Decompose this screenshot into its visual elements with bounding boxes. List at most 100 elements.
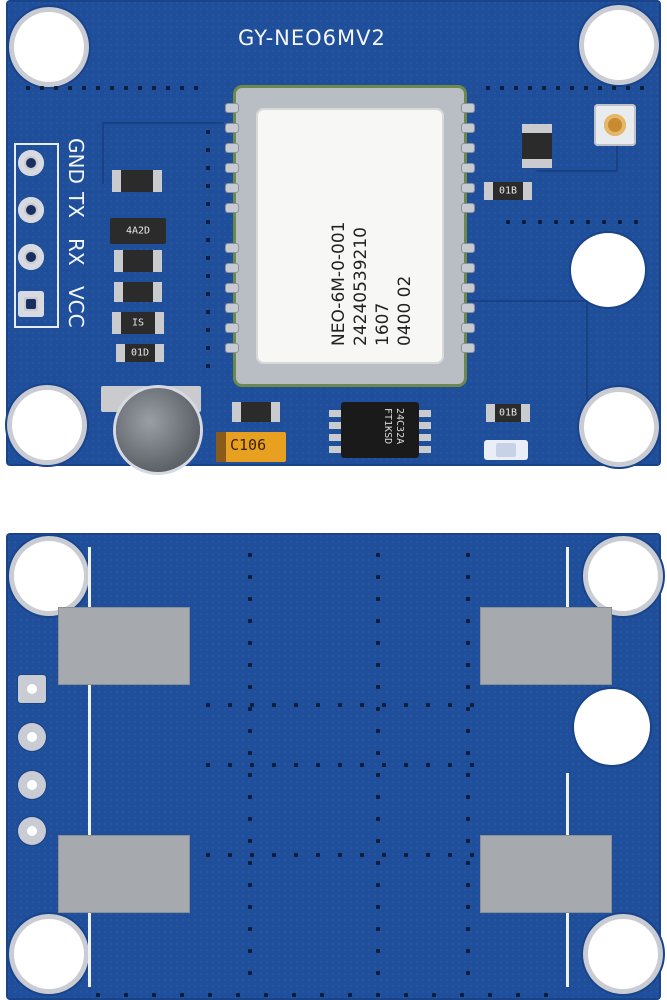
castellation-pad bbox=[462, 244, 474, 252]
resistor-label: 01B bbox=[498, 407, 518, 419]
antenna-mounting-hole-icon bbox=[574, 689, 650, 765]
via-dot bbox=[376, 685, 380, 689]
eeprom-label-1: 24C32A bbox=[394, 408, 405, 445]
eeprom-label-2: FT1KSD bbox=[382, 408, 393, 445]
via-dot bbox=[248, 971, 252, 975]
via-dot bbox=[618, 220, 622, 224]
via-dot bbox=[516, 993, 520, 997]
vcc-pin-icon[interactable] bbox=[18, 150, 44, 176]
shield-solder-pad bbox=[480, 607, 612, 685]
via-dot bbox=[404, 703, 408, 707]
castellation-pad bbox=[462, 204, 474, 212]
via-dot bbox=[460, 993, 464, 997]
via-dot bbox=[466, 795, 470, 799]
via-dot bbox=[208, 993, 212, 997]
antenna-connector-icon[interactable] bbox=[594, 104, 636, 146]
castellation-pad bbox=[462, 104, 474, 112]
castellation-pad bbox=[226, 164, 238, 172]
resistor: 01B bbox=[486, 404, 530, 422]
via-dot bbox=[206, 703, 210, 707]
castellation-pad bbox=[462, 144, 474, 152]
via-dot bbox=[488, 993, 492, 997]
via-dot bbox=[470, 703, 474, 707]
castellation-pad bbox=[226, 124, 238, 132]
via-dot bbox=[466, 729, 470, 733]
via-dot bbox=[248, 817, 252, 821]
capacitor: IS bbox=[112, 312, 164, 334]
via-dot bbox=[248, 707, 252, 711]
via-dot bbox=[206, 166, 210, 170]
via-dot bbox=[466, 663, 470, 667]
via-dot bbox=[598, 86, 602, 90]
via-dot bbox=[554, 220, 558, 224]
via-dot bbox=[360, 763, 364, 767]
mounting-hole-icon bbox=[584, 392, 654, 462]
via-dot bbox=[466, 597, 470, 601]
tx-pin-through-hole bbox=[18, 723, 46, 751]
castellation-pad bbox=[226, 144, 238, 152]
vcc-pin-through-hole bbox=[18, 817, 46, 845]
battery-icon bbox=[116, 388, 200, 472]
castellation-pad bbox=[226, 304, 238, 312]
castellation-pad bbox=[462, 164, 474, 172]
pin-label-vcc: VCC bbox=[64, 286, 88, 328]
via-dot bbox=[250, 763, 254, 767]
ic-pin bbox=[329, 422, 341, 429]
via-dot bbox=[376, 729, 380, 733]
via-dot bbox=[138, 86, 142, 90]
via-dot bbox=[376, 619, 380, 623]
via-dot bbox=[294, 853, 298, 857]
via-dot bbox=[248, 795, 252, 799]
via-dot bbox=[206, 292, 210, 296]
castellation-pad bbox=[462, 124, 474, 132]
via-dot bbox=[96, 993, 100, 997]
via-dot bbox=[426, 853, 430, 857]
mounting-hole-icon bbox=[14, 12, 84, 82]
gnd-pin-icon[interactable] bbox=[18, 291, 44, 317]
silkscreen-line bbox=[88, 547, 91, 987]
resistor-label: 01D bbox=[130, 347, 150, 359]
regulator-label: 4A2D bbox=[125, 225, 151, 237]
castellation-pad bbox=[226, 104, 238, 112]
via-dot bbox=[248, 553, 252, 557]
voltage-regulator: 4A2D bbox=[110, 218, 166, 244]
via-dot bbox=[294, 703, 298, 707]
rx-pin-icon[interactable] bbox=[18, 197, 44, 223]
board-model-label: GY-NEO6MV2 bbox=[238, 26, 386, 50]
capacitor bbox=[114, 282, 162, 302]
via-dot bbox=[194, 86, 198, 90]
pin-header-outline bbox=[14, 143, 59, 328]
resistor-label: 01B bbox=[498, 185, 518, 197]
via-dot bbox=[376, 905, 380, 909]
via-dot bbox=[248, 751, 252, 755]
mounting-hole-icon bbox=[14, 541, 84, 611]
antenna-mounting-hole-icon bbox=[571, 233, 645, 307]
via-dot bbox=[206, 364, 210, 368]
via-dot bbox=[348, 993, 352, 997]
mounting-hole-icon bbox=[12, 390, 82, 460]
via-dot bbox=[466, 707, 470, 711]
via-dot bbox=[228, 763, 232, 767]
ic-pin bbox=[419, 434, 431, 441]
via-dot bbox=[466, 861, 470, 865]
via-dot bbox=[448, 703, 452, 707]
via-dot bbox=[466, 553, 470, 557]
via-dot bbox=[376, 927, 380, 931]
via-dot bbox=[404, 993, 408, 997]
via-dot bbox=[180, 86, 184, 90]
via-dot bbox=[272, 703, 276, 707]
via-dot bbox=[248, 839, 252, 843]
via-dot bbox=[466, 575, 470, 579]
via-dot bbox=[466, 883, 470, 887]
resistor: 01B bbox=[484, 182, 532, 200]
via-dot bbox=[466, 839, 470, 843]
tx-pin-icon[interactable] bbox=[18, 244, 44, 270]
capacitor bbox=[522, 124, 552, 168]
via-dot bbox=[640, 86, 644, 90]
via-dot bbox=[570, 86, 574, 90]
via-dot bbox=[466, 751, 470, 755]
via-dot bbox=[206, 202, 210, 206]
via-dot bbox=[180, 993, 184, 997]
module-serial: 24240539210 bbox=[351, 227, 371, 346]
via-dot bbox=[466, 685, 470, 689]
